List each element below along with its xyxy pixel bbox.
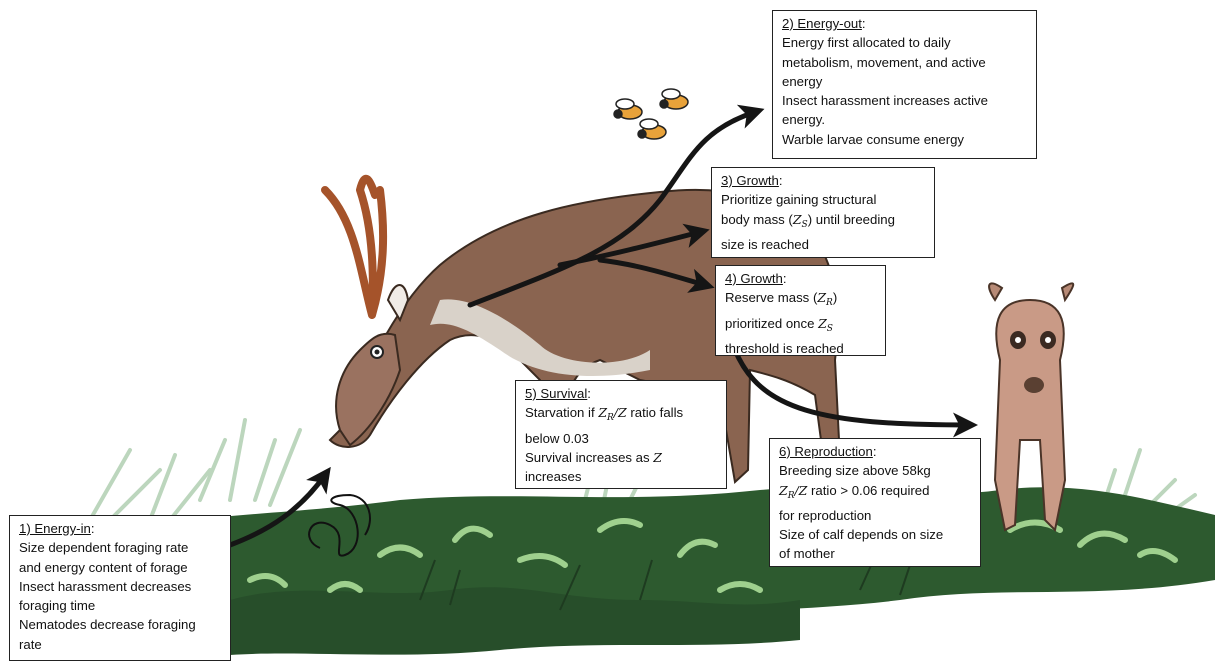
energy-in-line: foraging time (19, 596, 224, 615)
energy-out-line: Warble larvae consume energy (782, 130, 1030, 149)
growth-reserve-line: threshold is reached (725, 339, 879, 358)
growth-reserve-line: Reserve mass (ZR) (725, 288, 879, 313)
growth-reserve-box: 4) Growth: Reserve mass (ZR) prioritized… (715, 265, 886, 356)
growth-structural-line: Prioritize gaining structural (721, 190, 928, 209)
energy-in-line: and energy content of forage (19, 558, 224, 577)
reproduction-line: of mother (779, 544, 974, 563)
reproduction-title: 6) Reproduction: (779, 442, 974, 461)
reproduction-line: for reproduction (779, 506, 974, 525)
energy-in-line: Nematodes decrease foraging (19, 615, 224, 634)
survival-line: Starvation if ZR/Z ratio falls (525, 403, 720, 428)
reproduction-line: ZR/Z ratio > 0.06 required (779, 481, 974, 506)
reproduction-box: 6) Reproduction: Breeding size above 58k… (769, 438, 981, 567)
growth-structural-line: size is reached (721, 235, 928, 254)
survival-line: Survival increases as Z (525, 448, 720, 467)
survival-line: increases (525, 467, 720, 486)
energy-in-line: rate (19, 635, 224, 654)
energy-in-title: 1) Energy-in: (19, 519, 224, 538)
energy-in-line: Insect harassment decreases (19, 577, 224, 596)
growth-reserve-line: prioritized once ZS (725, 314, 879, 339)
growth-structural-line: body mass (ZS) until breeding (721, 210, 928, 235)
energy-out-box: 2) Energy-out: Energy first allocated to… (772, 10, 1037, 159)
reproduction-line: Breeding size above 58kg (779, 461, 974, 480)
energy-in-line: Size dependent foraging rate (19, 538, 224, 557)
energy-out-title: 2) Energy-out: (782, 14, 1030, 33)
insects (614, 89, 688, 139)
growth-reserve-title: 4) Growth: (725, 269, 879, 288)
survival-line: below 0.03 (525, 429, 720, 448)
survival-title: 5) Survival: (525, 384, 720, 403)
energy-out-line: metabolism, movement, and active (782, 53, 1030, 72)
energy-out-line: energy. (782, 110, 1030, 129)
energy-out-line: Energy first allocated to daily (782, 33, 1030, 52)
growth-structural-title: 3) Growth: (721, 171, 928, 190)
survival-box: 5) Survival: Starvation if ZR/Z ratio fa… (515, 380, 727, 489)
energy-in-box: 1) Energy-in: Size dependent foraging ra… (9, 515, 231, 661)
growth-structural-box: 3) Growth: Prioritize gaining structural… (711, 167, 935, 258)
energy-out-line: Insect harassment increases active (782, 91, 1030, 110)
energy-out-line: energy (782, 72, 1030, 91)
reproduction-line: Size of calf depends on size (779, 525, 974, 544)
